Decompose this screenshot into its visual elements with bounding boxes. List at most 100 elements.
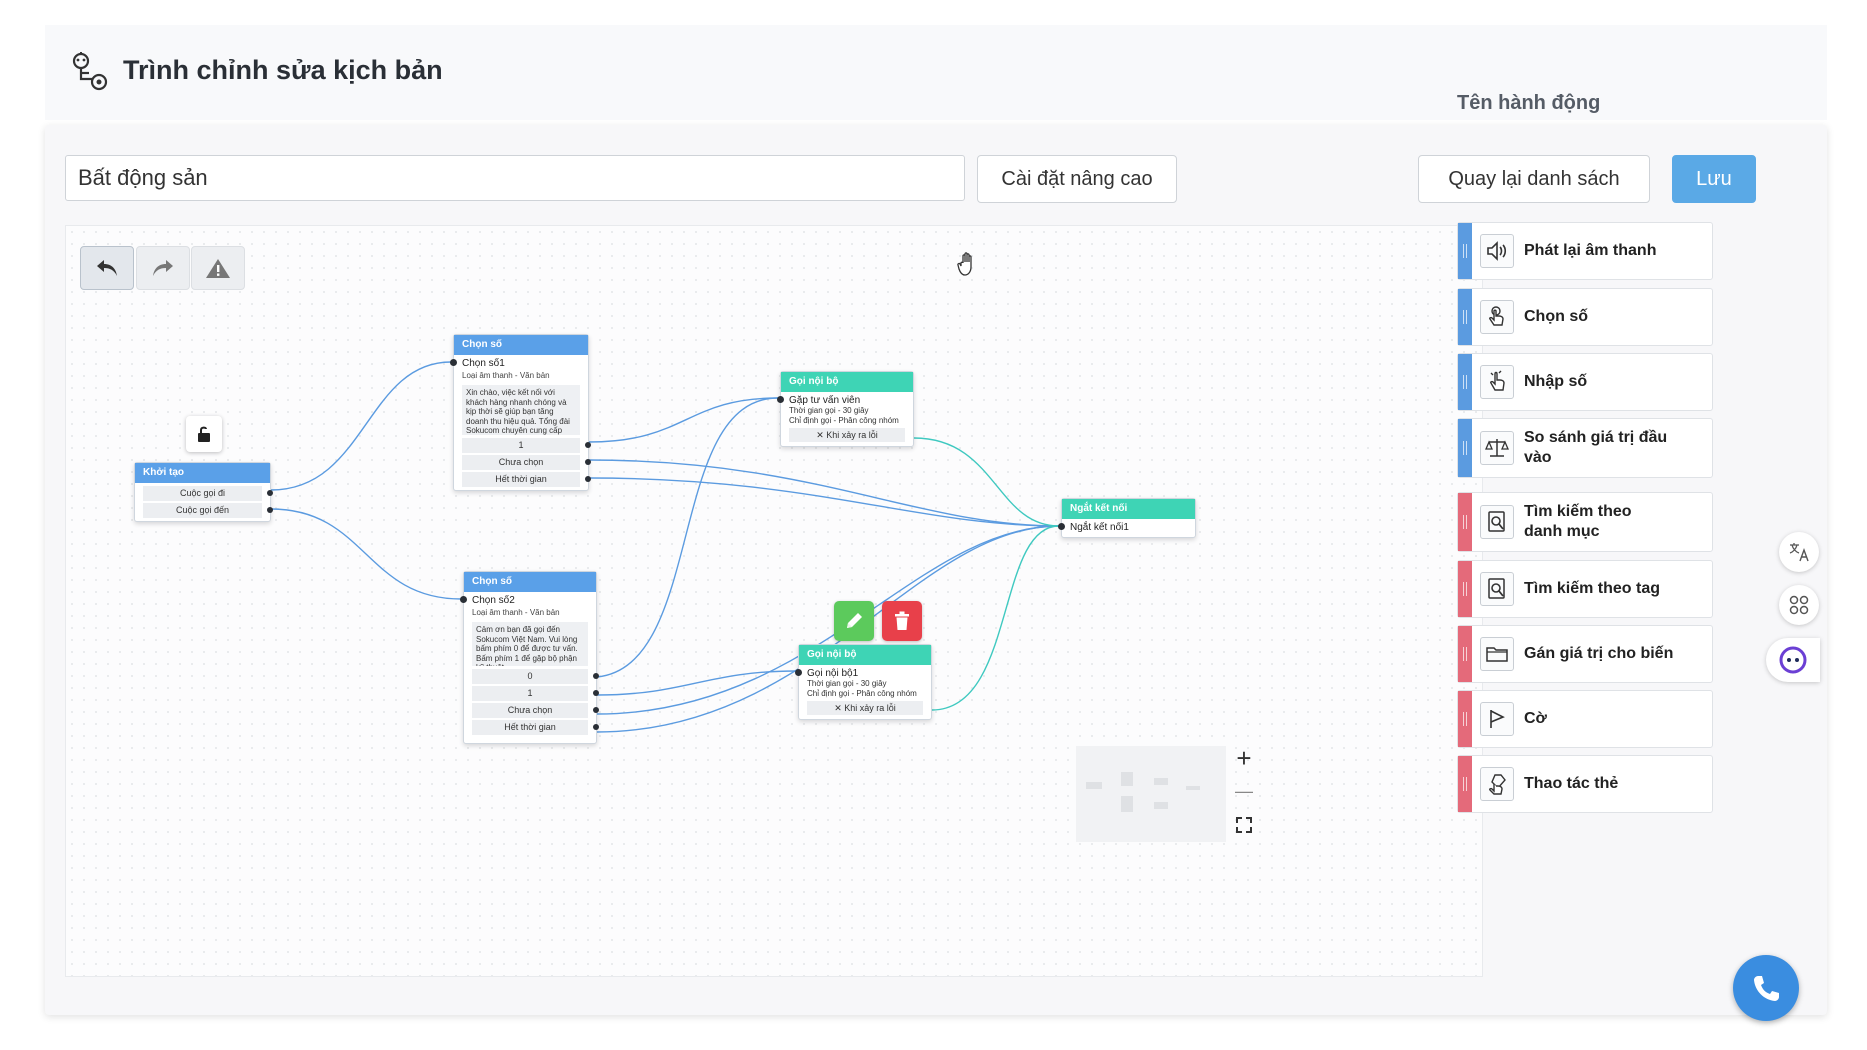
back-to-list-button[interactable]: Quay lại danh sách <box>1418 155 1650 203</box>
folder-icon <box>1480 637 1514 671</box>
action-search-category[interactable]: Tìm kiếm theo danh mục <box>1457 492 1713 552</box>
drag-handle[interactable] <box>1458 419 1472 477</box>
node-start-title: Khởi tạo <box>135 463 270 483</box>
input-port[interactable] <box>1058 523 1065 530</box>
action-search-tag[interactable]: Tìm kiếm theo tag <box>1457 560 1713 618</box>
action-flag[interactable]: Cờ <box>1457 690 1713 748</box>
actions-title: Tên hành động <box>1457 92 1601 114</box>
minimap-node <box>1186 786 1200 790</box>
wire-internal2-hangup <box>931 525 1060 711</box>
node-option-row[interactable]: 1 <box>472 686 599 701</box>
node-error-row[interactable]: ✕ Khi xảy ra lỗi <box>807 701 923 715</box>
action-label: Nhập số <box>1524 373 1588 390</box>
drag-handle[interactable] <box>1458 354 1472 410</box>
minimap-node <box>1154 778 1168 785</box>
node-option-row[interactable]: 1 <box>462 438 591 453</box>
action-play-audio[interactable]: Phát lại âm thanh <box>1457 222 1713 280</box>
output-port[interactable] <box>267 507 273 513</box>
delete-node-button[interactable] <box>882 601 922 641</box>
node-start[interactable]: Khởi tạo Cuộc gọi đi Cuộc gọi đến <box>134 462 273 522</box>
warning-button[interactable] <box>191 246 245 290</box>
output-port[interactable] <box>593 707 599 713</box>
output-port[interactable] <box>593 724 599 730</box>
output-port[interactable] <box>593 690 599 696</box>
translate-button[interactable] <box>1779 532 1819 572</box>
action-label: Gán giá trị cho biến <box>1524 645 1674 662</box>
node-hangup[interactable]: Ngắt kết nối Ngắt kết nối1 <box>1058 498 1196 538</box>
zoom-out-button[interactable]: — <box>1235 780 1253 801</box>
drag-handle[interactable] <box>1458 756 1472 812</box>
node-option-row[interactable]: Hết thời gian <box>472 720 599 735</box>
lock-button[interactable] <box>186 416 222 452</box>
node-internal-call-2[interactable]: Gọi nội bộ Gọi nội bộ1 Thời gian gọi - 3… <box>795 644 932 720</box>
action-label: Cờ <box>1524 710 1547 727</box>
redo-icon <box>153 260 173 276</box>
output-port[interactable] <box>593 673 599 679</box>
node-start-row[interactable]: Cuộc gọi đến <box>143 503 273 518</box>
minimap[interactable] <box>1076 746 1226 842</box>
drag-handle[interactable] <box>1458 561 1472 617</box>
tap-finger-icon <box>1480 300 1514 334</box>
row-label: Chưa chọn <box>498 457 544 467</box>
node-choose-number-1[interactable]: Chọn số Chọn số1 Loại âm thanh - Văn bản… <box>450 334 591 491</box>
output-port[interactable] <box>585 459 591 465</box>
call-button[interactable] <box>1733 955 1799 1021</box>
wire-choose1-hangup-a <box>588 459 1060 527</box>
node-name: Chọn số1 <box>462 358 505 369</box>
hand-cursor-icon <box>957 252 972 276</box>
advanced-settings-button[interactable]: Cài đặt nâng cao <box>977 155 1177 203</box>
row-label: Hết thời gian <box>495 474 547 484</box>
action-assign-variable[interactable]: Gán giá trị cho biến <box>1457 625 1713 683</box>
input-port[interactable] <box>460 596 467 603</box>
wire-start-choose1 <box>270 361 452 491</box>
action-compare-input[interactable]: So sánh giá trị đầu vào <box>1457 418 1713 478</box>
connection-wires <box>270 361 1060 733</box>
output-port[interactable] <box>585 476 591 482</box>
action-tag-operation[interactable]: Thao tác thẻ <box>1457 755 1713 813</box>
input-port[interactable] <box>777 396 784 403</box>
node-internal-call-1[interactable]: Gọi nội bộ Gặp tư vấn viên Thời gian gọi… <box>777 371 914 447</box>
node-error-row[interactable]: ✕ Khi xảy ra lỗi <box>789 428 905 442</box>
edit-node-button[interactable] <box>834 601 874 641</box>
row-label: Khi xảy ra lỗi <box>844 703 896 713</box>
fit-view-button[interactable] <box>1229 810 1259 840</box>
drag-handle[interactable] <box>1458 493 1472 551</box>
node-choose-number-2[interactable]: Chọn số Chọn số2 Loại âm thanh - Văn bản… <box>460 571 599 744</box>
drag-handle[interactable] <box>1458 223 1472 279</box>
row-label: Cuộc gọi đến <box>175 505 230 515</box>
wire-choose2-internal1 <box>596 397 779 678</box>
trash-icon <box>895 611 909 630</box>
node-title: Gọi nội bộ <box>799 645 931 665</box>
apps-button[interactable] <box>1779 585 1819 625</box>
node-option-row[interactable]: 0 <box>472 669 599 684</box>
input-port[interactable] <box>795 669 802 676</box>
output-port[interactable] <box>267 490 273 496</box>
search-tag-icon <box>1480 572 1514 606</box>
output-port[interactable] <box>585 442 591 448</box>
drag-handle[interactable] <box>1458 691 1472 747</box>
row-label: 0 <box>527 671 533 681</box>
node-option-row[interactable]: Chưa chọn <box>462 455 591 470</box>
wire-choose1-internal1 <box>588 397 779 443</box>
search-document-icon <box>1480 505 1514 539</box>
scale-icon <box>1480 431 1514 465</box>
warning-icon <box>206 259 230 278</box>
action-input-number[interactable]: Nhập số <box>1457 353 1713 411</box>
input-port[interactable] <box>450 359 457 366</box>
redo-button[interactable] <box>136 246 190 290</box>
minimap-node <box>1121 796 1133 812</box>
action-label: Chọn số <box>1524 308 1588 325</box>
zoom-in-button[interactable]: + <box>1236 742 1252 773</box>
drag-handle[interactable] <box>1458 289 1472 345</box>
node-option-row[interactable]: Chưa chọn <box>472 703 599 718</box>
minimap-node <box>1086 782 1102 789</box>
flow-canvas[interactable]: Khởi tạo Cuộc gọi đi Cuộc gọi đến Chọn s… <box>65 225 1483 977</box>
scenario-name-input[interactable] <box>65 155 965 201</box>
action-choose-number[interactable]: Chọn số <box>1457 288 1713 346</box>
save-button[interactable]: Lưu <box>1672 155 1756 203</box>
undo-button[interactable] <box>80 246 134 290</box>
node-option-row[interactable]: Hết thời gian <box>462 472 591 487</box>
node-start-row[interactable]: Cuộc gọi đi <box>143 486 273 501</box>
assistant-button[interactable] <box>1766 638 1820 682</box>
drag-handle[interactable] <box>1458 626 1472 682</box>
